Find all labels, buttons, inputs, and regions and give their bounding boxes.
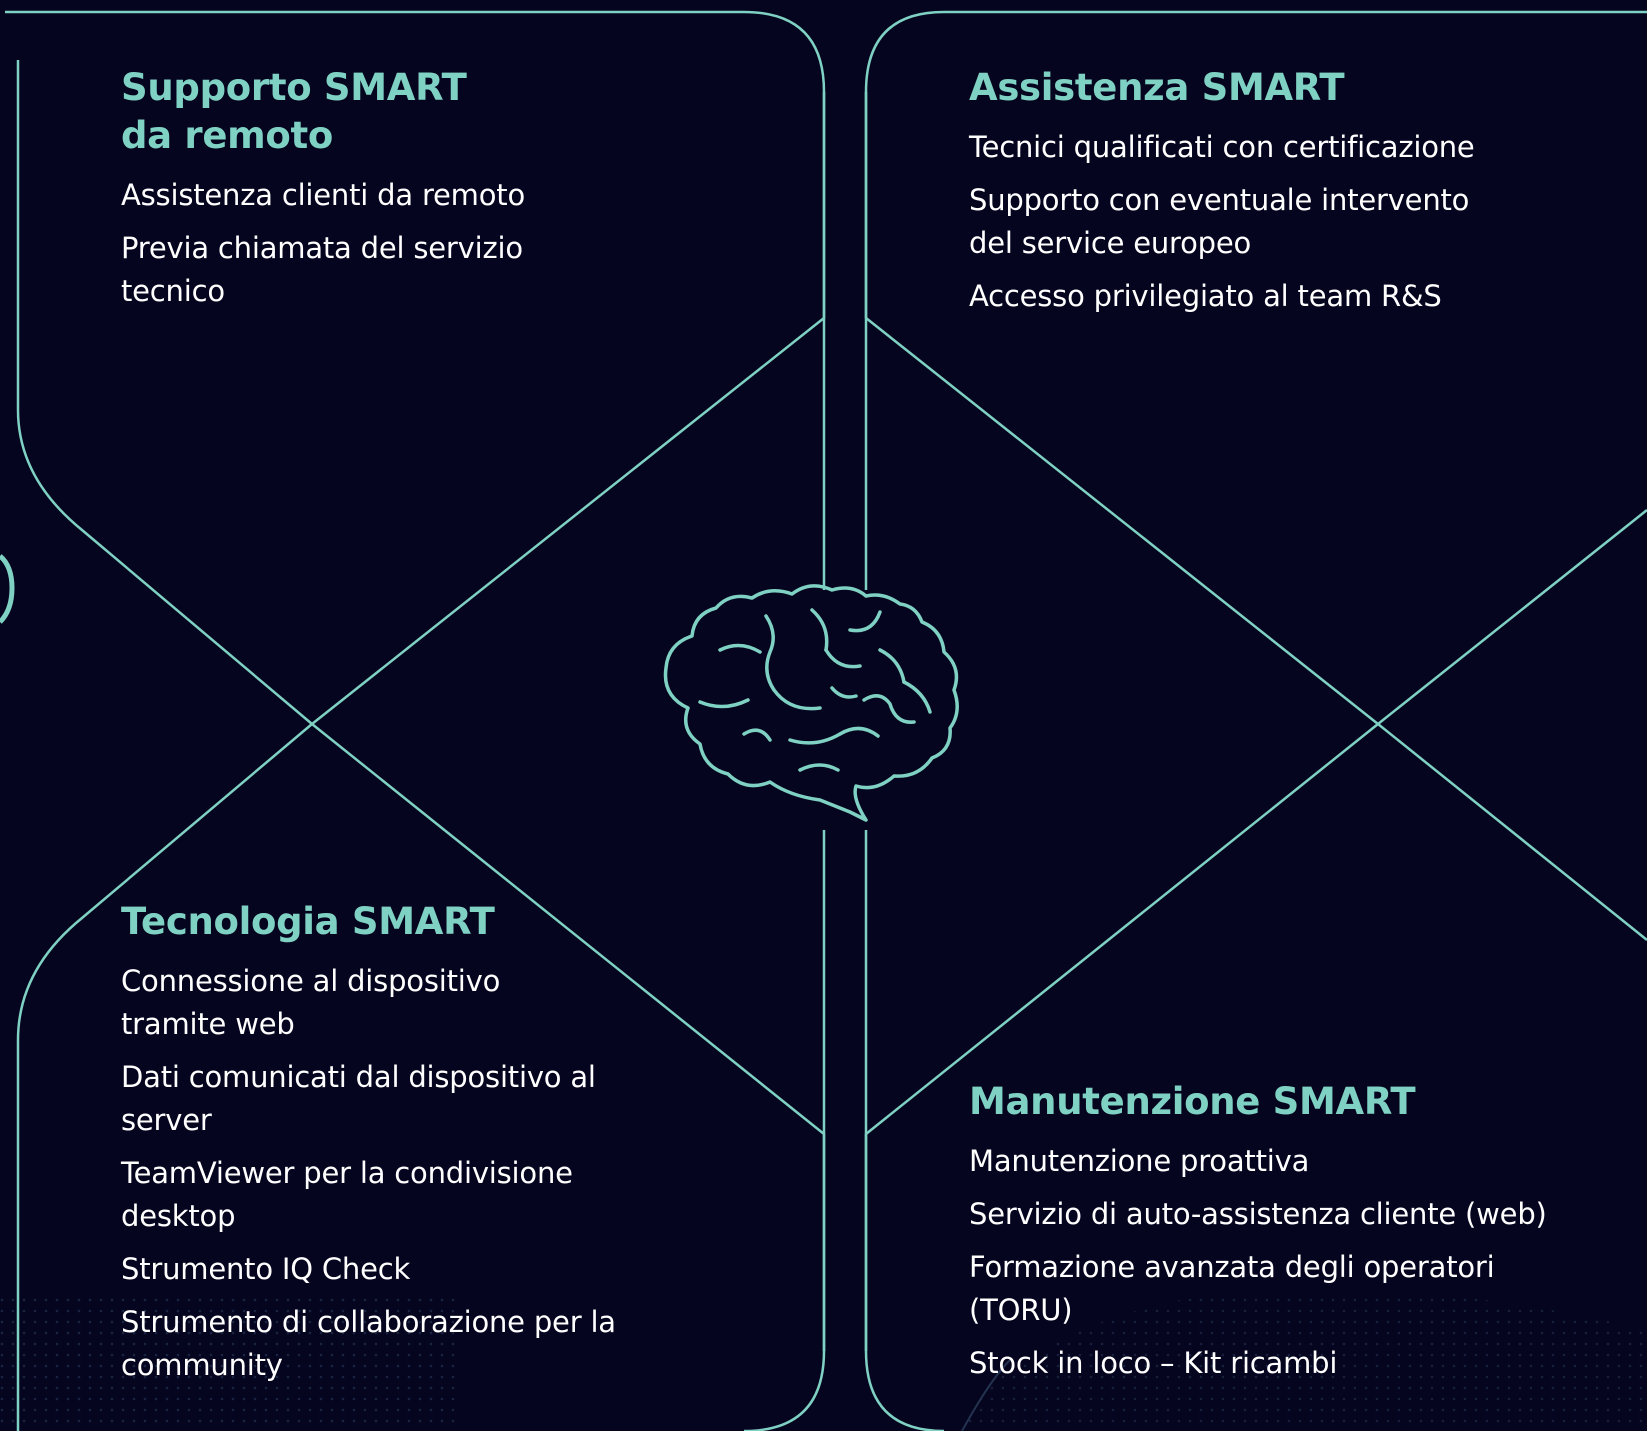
quadrant-frame-bottom-left: [16, 723, 826, 1431]
list-item: Tecnici qualificati con certificazione: [969, 130, 1475, 164]
quadrant-bottom-left: Tecnologia SMART Connessione al disposit…: [121, 898, 741, 1397]
quadrant-top-left: Supporto SMART da remoto Assistenza clie…: [121, 64, 721, 323]
list-item: Servizio di auto-assistenza cliente (web…: [969, 1197, 1547, 1231]
list-item: Assistenza clienti da remoto: [121, 178, 525, 212]
list-item: Dati comunicati dal dispositivo al serve…: [121, 1060, 596, 1137]
dot-texture: [0, 1290, 1647, 1431]
edge-glyph: [0, 554, 15, 624]
list-item: TeamViewer per la condivisione desktop: [121, 1156, 573, 1233]
quadrant-title: Manutenzione SMART: [969, 1080, 1416, 1123]
feature-list: Manutenzione proattiva Servizio di auto-…: [969, 1140, 1629, 1385]
quadrant-frame-top-left: [5, 10, 826, 726]
brain-icon: [663, 584, 959, 830]
list-item: Supporto con eventuale intervento del se…: [969, 183, 1470, 260]
feature-list: Tecnici qualificati con certificazione S…: [969, 126, 1629, 318]
quadrant-title: Supporto SMART da remoto: [121, 64, 721, 160]
quadrant-frame-bottom-right: [864, 723, 1647, 1431]
title-line-2: da remoto: [121, 114, 334, 157]
list-item: Manutenzione proattiva: [969, 1144, 1310, 1178]
quadrant-top-right: Assistenza SMART Tecnici qualificati con…: [969, 64, 1629, 328]
quadrant-title: Tecnologia SMART: [121, 900, 495, 943]
feature-list: Assistenza clienti da remoto Previa chia…: [121, 174, 721, 313]
feature-list: Connessione al dispositivo tramite web D…: [121, 960, 741, 1387]
quadrant-bottom-right: Manutenzione SMART Manutenzione proattiv…: [969, 1078, 1629, 1395]
list-item: Connessione al dispositivo tramite web: [121, 964, 501, 1041]
list-item: Strumento IQ Check: [121, 1252, 411, 1286]
title-line-1: Supporto SMART: [121, 66, 467, 109]
list-item: Accesso privilegiato al team R&S: [969, 279, 1442, 313]
list-item: Stock in loco – Kit ricambi: [969, 1346, 1338, 1380]
quadrant-title: Assistenza SMART: [969, 66, 1345, 109]
list-item: Strumento di collaborazione per la commu…: [121, 1305, 616, 1382]
list-item: Previa chiamata del servizio tecnico: [121, 231, 523, 308]
list-item: Formazione avanzata degli operatori (TOR…: [969, 1250, 1495, 1327]
